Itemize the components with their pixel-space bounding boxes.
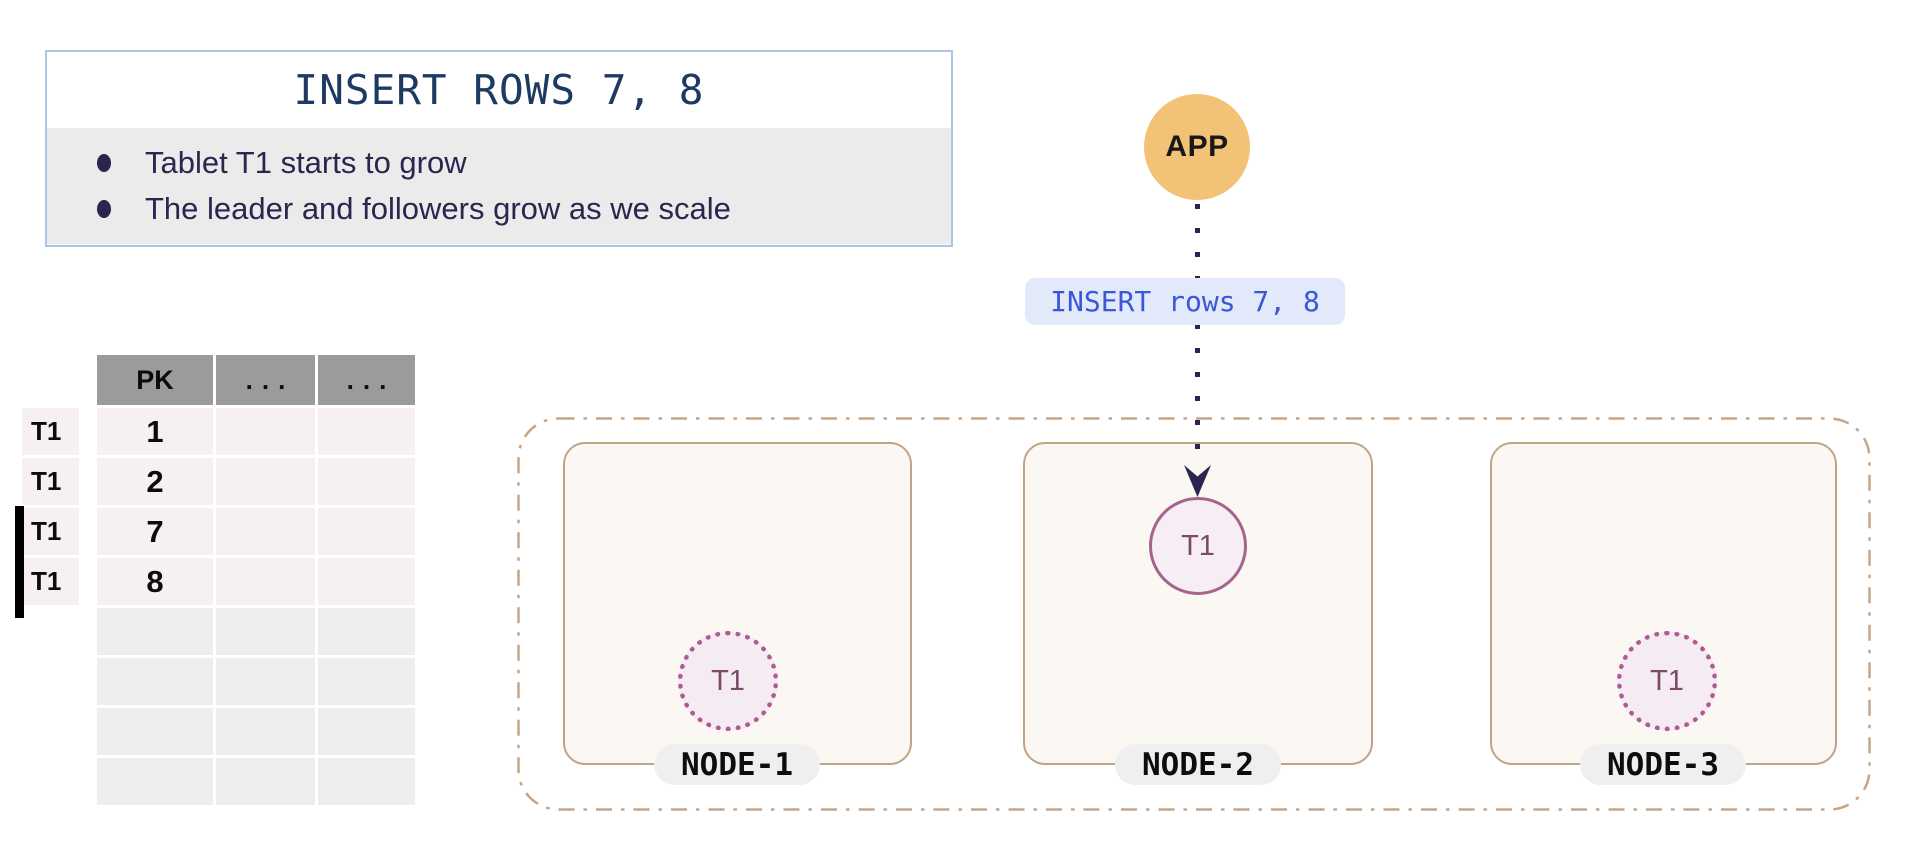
table-row: 8 (97, 558, 415, 605)
table-cell-pk: 2 (97, 458, 213, 505)
table-cell (216, 758, 315, 805)
tablet-row-label-text: T1 (31, 416, 62, 446)
new-row-marker (15, 506, 24, 558)
table-cell (318, 408, 415, 455)
info-box-title: INSERT ROWS 7, 8 (293, 66, 705, 114)
table-cell-pk: 1 (97, 408, 213, 455)
tablet-label: T1 (1181, 529, 1215, 562)
table-cell-pk: 7 (97, 508, 213, 555)
table-header-cell: ... (216, 355, 315, 405)
table-cell (216, 658, 315, 705)
bullet-item: Tablet T1 starts to grow (97, 145, 931, 181)
table-cell (318, 658, 415, 705)
bullet-text: Tablet T1 starts to grow (145, 144, 467, 180)
info-box: INSERT ROWS 7, 8 Tablet T1 starts to gro… (45, 50, 953, 247)
bullet-dot-icon (97, 200, 111, 219)
node-label-1: NODE-1 (654, 744, 820, 785)
table-empty-row (97, 758, 415, 805)
table-cell (216, 408, 315, 455)
table-cell (216, 558, 315, 605)
data-table: PK ... ... 1 2 7 8 (97, 355, 415, 805)
table-cell (97, 608, 213, 655)
tablet-t1-follower-node3: T1 (1617, 631, 1717, 731)
app-node: APP (1144, 94, 1250, 200)
table-cell (318, 608, 415, 655)
table-cell (97, 708, 213, 755)
request-flow-line (1195, 204, 1200, 466)
table-cell (97, 658, 213, 705)
table-cell (216, 608, 315, 655)
tablet-row-label: T1 (22, 408, 79, 455)
tablet-row-label: T1 (15, 556, 79, 618)
table-header-cell: ... (318, 355, 415, 405)
tablet-t1-follower-node1: T1 (678, 631, 778, 731)
table-row: 7 (97, 508, 415, 555)
tablet-row-label-text: T1 (31, 566, 62, 596)
table-row: 1 (97, 408, 415, 455)
table-empty-row (97, 658, 415, 705)
tablet-row-label-text: T1 (31, 466, 62, 496)
table-cell (97, 758, 213, 805)
request-label: INSERT rows 7, 8 (1025, 278, 1345, 325)
table-empty-row (97, 608, 415, 655)
info-bullet-list: Tablet T1 starts to grow The leader and … (47, 128, 951, 244)
table-cell (318, 558, 415, 605)
node-label-2: NODE-2 (1115, 744, 1281, 785)
tablet-row-label: T1 (22, 458, 79, 505)
table-cell (318, 758, 415, 805)
table-cell (216, 708, 315, 755)
bullet-item: The leader and followers grow as we scal… (97, 191, 931, 227)
tablet-label: T1 (711, 664, 745, 697)
table-cell-pk: 8 (97, 558, 213, 605)
table-cell (216, 508, 315, 555)
table-row: 2 (97, 458, 415, 505)
tablet-row-label-text: T1 (31, 516, 62, 546)
node-label-3: NODE-3 (1580, 744, 1746, 785)
tablet-label: T1 (1650, 664, 1684, 697)
table-cell (216, 458, 315, 505)
bullet-dot-icon (97, 153, 111, 172)
table-cell (318, 508, 415, 555)
tablet-row-label: T1 (15, 506, 79, 558)
table-cell (318, 708, 415, 755)
table-header-row: PK ... ... (97, 355, 415, 405)
tablet-t1-leader-node2: T1 (1149, 497, 1247, 595)
table-cell (318, 458, 415, 505)
table-header-cell: PK (97, 355, 213, 405)
new-row-marker (15, 556, 24, 618)
table-empty-row (97, 708, 415, 755)
bullet-text: The leader and followers grow as we scal… (145, 191, 731, 227)
